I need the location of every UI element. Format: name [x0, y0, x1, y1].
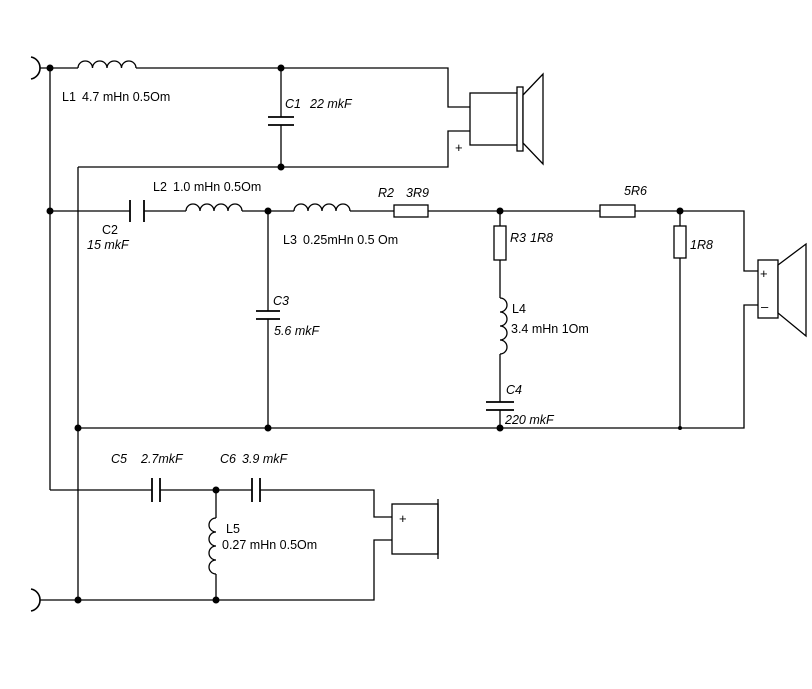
inductor-l4	[499, 297, 508, 355]
label-c5-value: 2.7mkF	[140, 452, 184, 466]
capacitor-c4	[486, 401, 514, 411]
label-r3-ref: R3	[510, 231, 526, 245]
input-terminal-bottom	[30, 588, 41, 612]
label-l3-ref: L3	[283, 233, 297, 247]
label-r2-ref: R2	[378, 186, 394, 200]
inductor-l5	[208, 517, 217, 575]
input-terminal-top	[30, 56, 41, 80]
label-c3-ref: C3	[273, 294, 289, 308]
capacitor-c2	[129, 200, 145, 222]
resistor-1r8-shunt	[673, 225, 687, 259]
label-5r6-value: 5R6	[624, 184, 647, 198]
label-c2-ref: C2	[102, 223, 118, 237]
label-c6-value: 3.9 mkF	[242, 452, 289, 466]
label-1r8-shunt-value: 1R8	[690, 238, 713, 252]
label-c4-ref: C4	[506, 383, 522, 397]
label-l4-ref: L4	[512, 302, 526, 316]
resistor-r3	[493, 225, 507, 261]
label-r3-value: 1R8	[530, 231, 553, 245]
resistor-r2	[393, 204, 429, 218]
label-l2-ref: L2	[153, 180, 167, 194]
woofer-plus-mark: +	[455, 140, 463, 155]
label-l5-ref: L5	[226, 522, 240, 536]
label-l3-value: 0.25mHn 0.5 Om	[303, 233, 398, 247]
label-l4-value: 3.4 mHn 1Om	[511, 322, 589, 336]
label-c4-value: 220 mkF	[504, 413, 555, 427]
inductor-l2	[185, 203, 243, 212]
capacitor-c1	[268, 116, 294, 126]
label-l5-value: 0.27 mHn 0.5Om	[222, 538, 317, 552]
label-r2-value: 3R9	[406, 186, 429, 200]
label-c2-value: 15 mkF	[87, 238, 130, 252]
resistor-5r6	[599, 204, 636, 218]
woofer-speaker-icon: +	[455, 72, 544, 166]
label-l1-value: 4.7 mHn 0.5Om	[82, 90, 170, 104]
label-l1-ref: L1	[62, 90, 76, 104]
tweeter-plus-mark: +	[399, 511, 407, 526]
inductor-l3	[293, 203, 351, 212]
capacitor-c3	[256, 310, 280, 320]
label-c1-value: 22 mkF	[309, 97, 353, 111]
midrange-minus-mark: –	[761, 299, 769, 314]
inductor-l1	[77, 60, 137, 69]
junction-dots	[46, 64, 684, 604]
wires	[40, 67, 758, 601]
capacitor-c5	[151, 478, 161, 502]
label-c5-ref: C5	[111, 452, 127, 466]
component-labels: L1 4.7 mHn 0.5Om C1 22 mkF L2 1.0 mHn 0.…	[62, 90, 713, 552]
midrange-plus-mark: +	[760, 266, 768, 281]
label-l2-value: 1.0 mHn 0.5Om	[173, 180, 261, 194]
tweeter-speaker-icon: +	[391, 499, 439, 559]
label-c1-ref: C1	[285, 97, 301, 111]
midrange-speaker-icon: + –	[757, 242, 807, 338]
label-c3-value: 5.6 mkF	[274, 324, 321, 338]
capacitor-c6	[251, 478, 261, 502]
label-c6-ref: C6	[220, 452, 236, 466]
